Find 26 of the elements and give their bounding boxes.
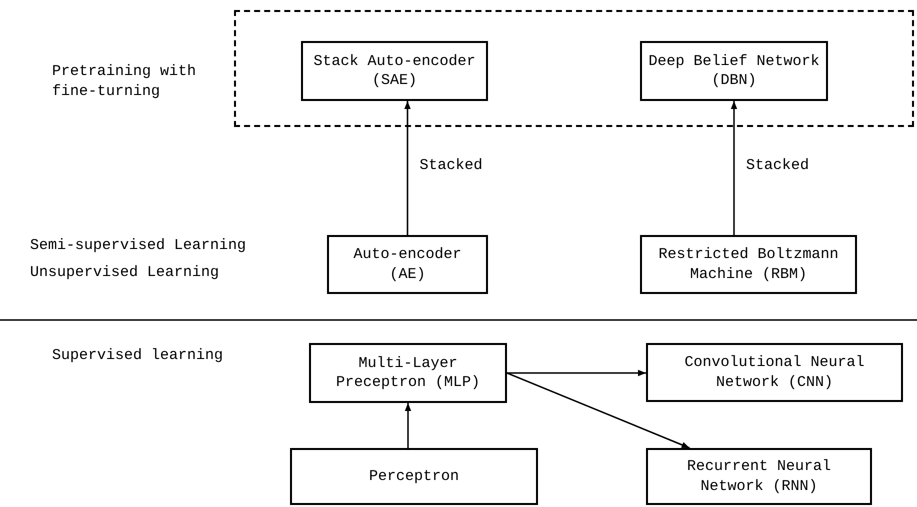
box-label: Restricted Boltzmann Machine (RBM) <box>657 245 840 284</box>
row-heading: Unsupervised Learning <box>30 263 220 282</box>
row-heading: Semi-supervised Learning <box>30 236 246 256</box>
row-heading: Pretraining with fine-turning <box>52 62 198 101</box>
process-box <box>327 235 488 294</box>
arrow <box>404 101 411 235</box>
arrow <box>730 101 738 235</box>
box-label: Stack Auto-encoder (SAE) <box>312 52 477 90</box>
box-label: Recurrent Neural Network (RNN) <box>686 457 832 496</box>
process-box <box>301 41 488 101</box>
process-box <box>309 343 507 403</box>
box-label: Convolutional Neural Network (CNN) <box>683 353 866 392</box>
dashed-group-box <box>234 10 914 127</box>
arrow <box>506 372 690 449</box>
process-box <box>646 343 903 402</box>
row-heading: Supervised learning <box>52 346 224 366</box>
arrow <box>507 370 646 376</box>
arrow <box>404 403 412 448</box>
box-label: Deep Belief Network (DBN) <box>647 52 821 90</box>
process-box <box>640 41 828 101</box>
process-box <box>290 448 538 505</box>
box-label: Auto-encoder (AE) <box>352 245 463 284</box>
box-label: Perceptron <box>368 466 460 486</box>
process-box <box>640 235 857 294</box>
process-box <box>646 448 872 505</box>
box-label: Multi-Layer Preceptron (MLP) <box>334 354 482 392</box>
